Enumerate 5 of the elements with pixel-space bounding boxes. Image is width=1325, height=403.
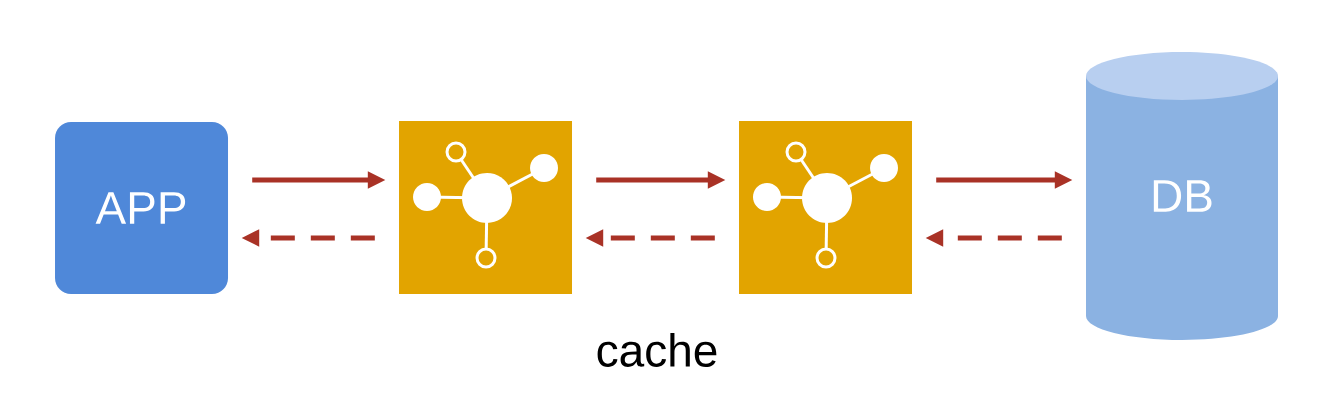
cache-box	[739, 121, 912, 294]
caption-label: cache	[597, 333, 717, 367]
app-box: APP	[55, 122, 228, 294]
cache-box	[399, 121, 572, 294]
database-cylinder: DB	[1086, 52, 1278, 340]
